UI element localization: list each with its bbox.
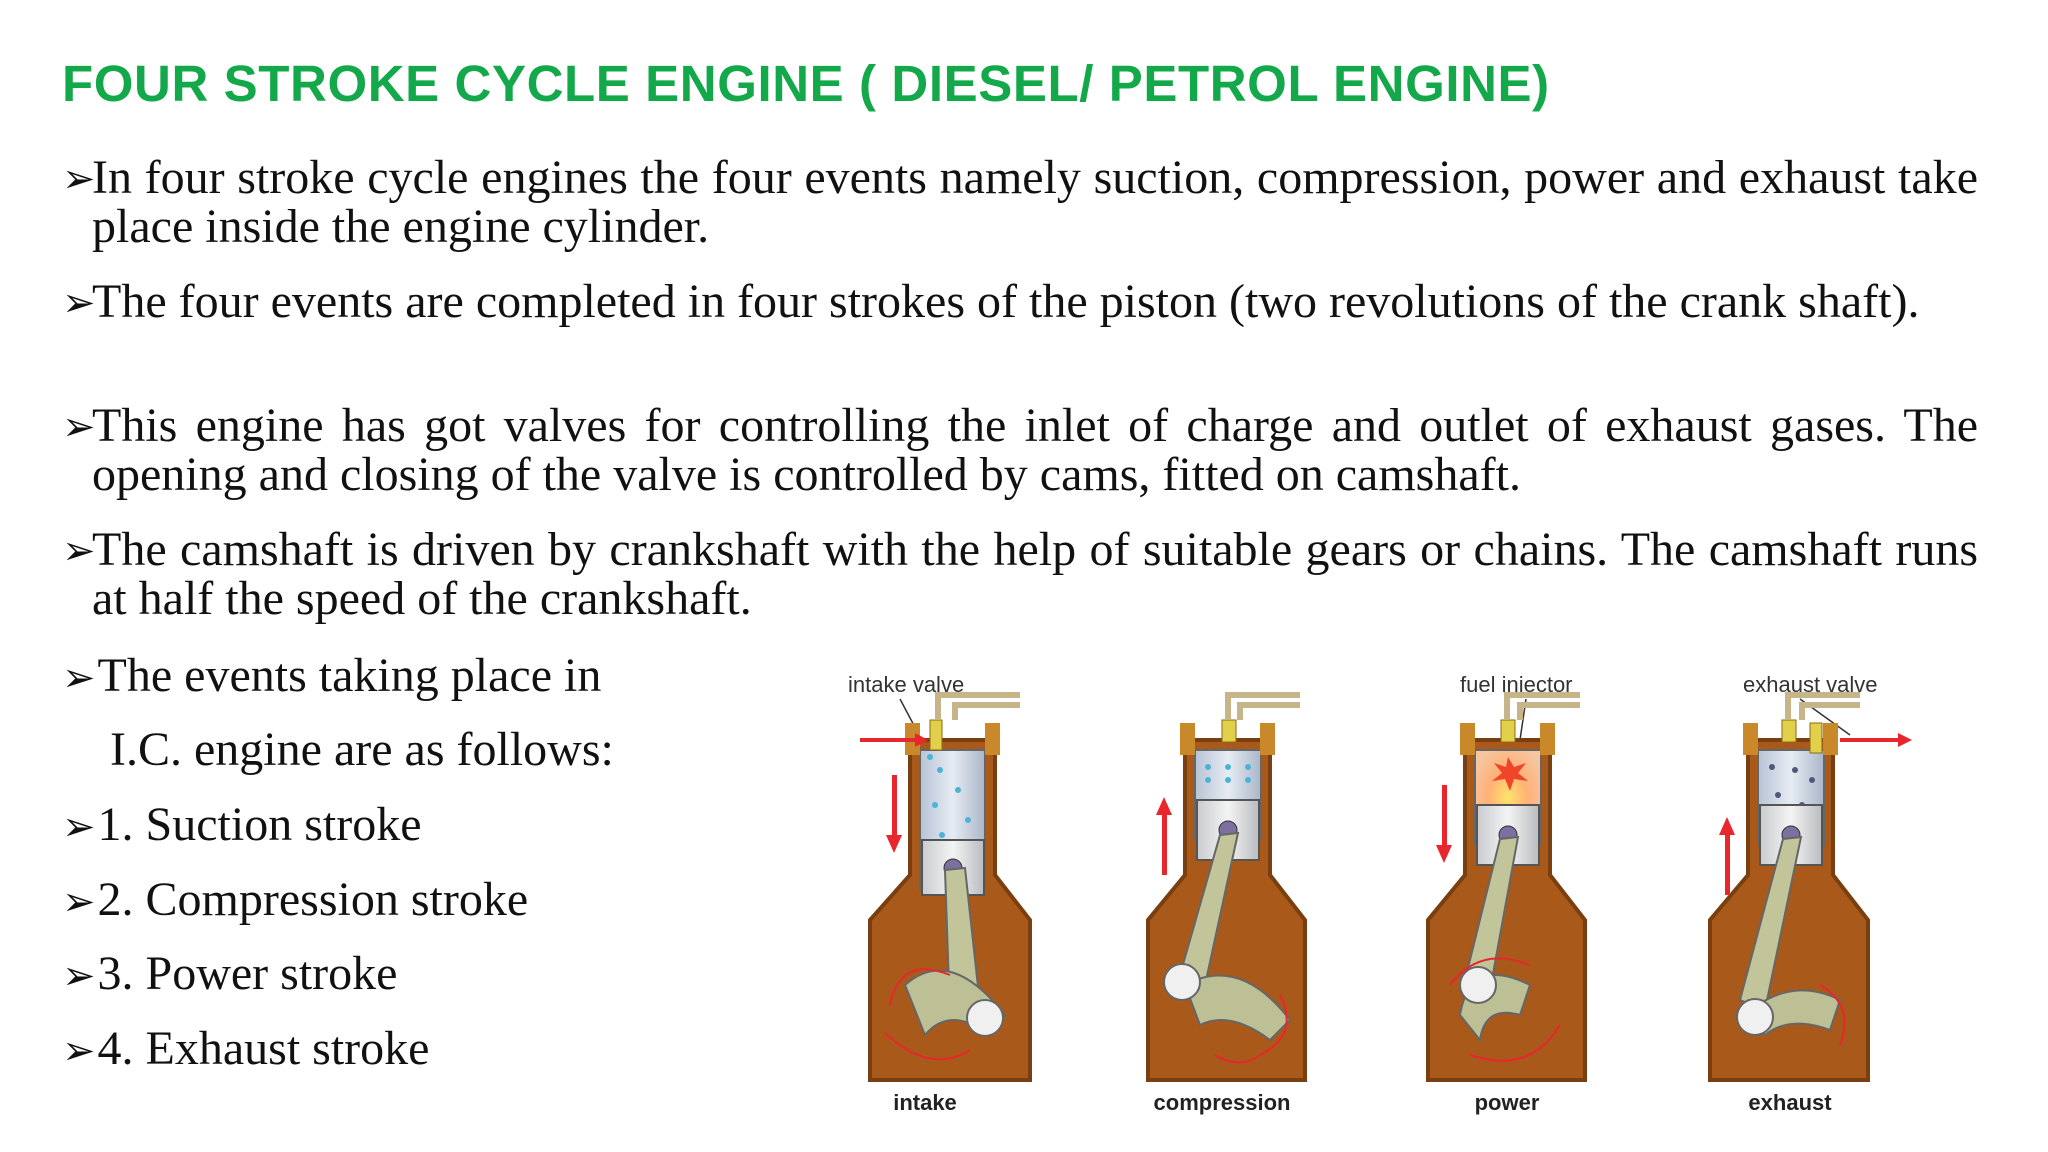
paragraph-text: In four stroke cycle engines the four ev… [92, 151, 1978, 253]
stroke-item-exhaust: ➢4. Exhaust stroke [62, 1023, 429, 1077]
events-intro-line: ➢The events taking place in [62, 650, 601, 704]
engine-exhaust-diagram: exhaust [1708, 692, 1912, 1115]
arrow-bullet-icon: ➢ [62, 280, 96, 325]
bullet-paragraph-1: ➢ In four stroke cycle engines the four … [62, 153, 1978, 251]
arrow-bullet-icon: ➢ [62, 804, 96, 849]
arrow-bullet-icon: ➢ [62, 879, 96, 924]
stroke-item-label: 1. Suction stroke [97, 798, 422, 851]
paragraph-text: This engine has got valves for controlli… [92, 399, 1978, 501]
stroke-label-power: power [1475, 1090, 1540, 1115]
stroke-label-intake: intake [893, 1090, 957, 1115]
stroke-label-exhaust: exhaust [1748, 1090, 1832, 1115]
arrow-bullet-icon: ➢ [62, 156, 96, 201]
bullet-paragraph-3: ➢ This engine has got valves for control… [62, 401, 1978, 499]
events-intro-text: The events taking place in [97, 649, 602, 702]
paragraph-text: The camshaft is driven by crankshaft wit… [92, 523, 1978, 625]
stroke-item-label: 3. Power stroke [97, 947, 398, 1000]
engine-power-diagram: power [1426, 692, 1587, 1115]
stroke-item-power: ➢3. Power stroke [62, 948, 397, 1002]
arrow-bullet-icon: ➢ [62, 655, 96, 700]
arrow-bullet-icon: ➢ [62, 953, 96, 998]
arrow-bullet-icon: ➢ [62, 1028, 96, 1073]
bullet-paragraph-2: ➢ The four events are completed in four … [62, 277, 1978, 326]
engine-intake-diagram: intake [860, 692, 1032, 1115]
stroke-label-compression: compression [1154, 1090, 1291, 1115]
four-stroke-engine-diagram: intake valve fuel injector exhaust valve [830, 655, 2008, 1125]
events-intro-line-2: I.C. engine are as follows: [110, 723, 614, 776]
arrow-bullet-icon: ➢ [62, 404, 96, 449]
slide-title: FOUR STROKE CYCLE ENGINE ( DIESEL/ PETRO… [62, 55, 1550, 112]
stroke-item-suction: ➢1. Suction stroke [62, 799, 422, 853]
stroke-item-compression: ➢2. Compression stroke [62, 874, 528, 928]
arrow-bullet-icon: ➢ [62, 528, 96, 573]
engine-compression-diagram: compression [1146, 692, 1307, 1115]
bullet-paragraph-4: ➢ The camshaft is driven by crankshaft w… [62, 525, 1978, 623]
stroke-item-label: 4. Exhaust stroke [97, 1022, 430, 1075]
stroke-item-label: 2. Compression stroke [97, 873, 529, 926]
paragraph-text: The four events are completed in four st… [92, 275, 1920, 328]
